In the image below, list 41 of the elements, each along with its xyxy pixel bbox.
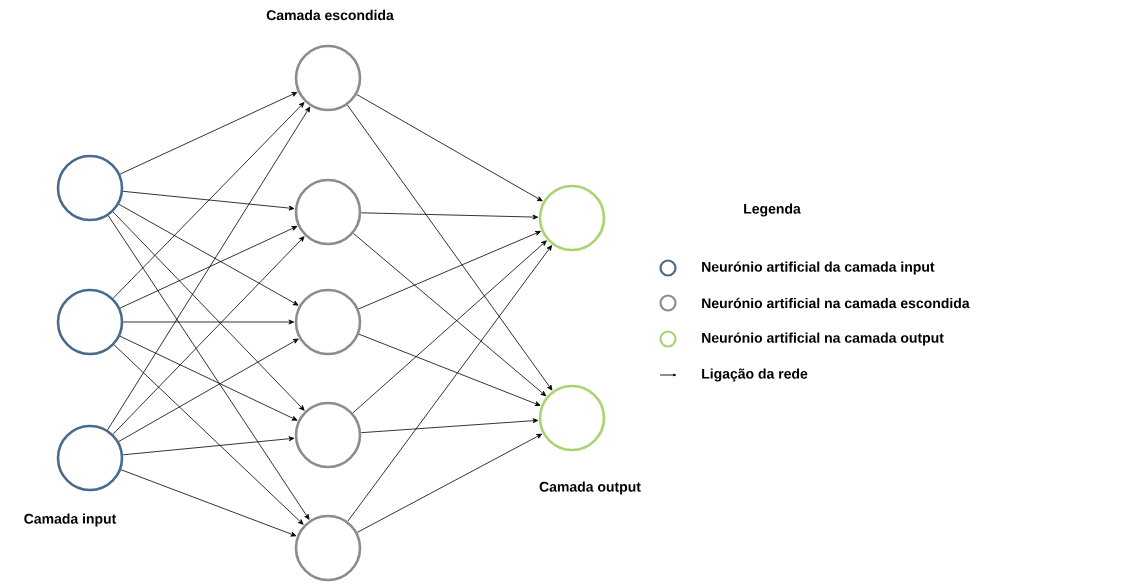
neuron-circle — [294, 44, 362, 112]
arrow — [119, 335, 298, 421]
arrow — [347, 245, 552, 522]
arrow — [122, 319, 295, 325]
legend-text: Neurónio artificial na camada escondida — [702, 297, 970, 309]
neuron-circle — [56, 288, 124, 356]
neuron-circle — [294, 514, 362, 582]
arrow — [122, 190, 295, 211]
layer-label: Camada output — [539, 481, 641, 495]
arrow — [107, 215, 310, 520]
arrow — [358, 333, 541, 406]
legend-text: Neurónio artificial da camada input — [702, 261, 935, 275]
arrow — [347, 104, 553, 391]
arrow — [112, 102, 305, 299]
neuron-circle — [56, 154, 124, 222]
neuron-circle — [294, 288, 362, 356]
legend-title: Legenda — [744, 203, 801, 217]
arrow — [119, 226, 298, 309]
layer-label: Camada input — [24, 513, 117, 527]
arrow — [118, 203, 299, 306]
arrow — [360, 212, 539, 220]
arrow — [122, 436, 295, 456]
neuron-circle — [538, 184, 606, 252]
arrow — [360, 418, 539, 434]
arrow — [357, 433, 543, 533]
arrow — [107, 106, 311, 431]
arrow — [119, 92, 298, 175]
arrow — [118, 338, 299, 442]
arrow — [356, 94, 543, 202]
neuron-circle — [294, 401, 362, 469]
layer-label: Camada escondida — [266, 9, 394, 21]
arrow — [358, 231, 541, 310]
legend-text: Ligação da rede — [702, 368, 808, 382]
neuron-circle — [56, 424, 124, 492]
neuron-circle — [538, 384, 606, 452]
arrow — [112, 211, 305, 411]
arrow — [113, 344, 304, 525]
neuron-circle — [294, 178, 362, 246]
arrow — [112, 236, 305, 435]
legend-text: Neurónio artificial na camada output — [702, 332, 944, 346]
arrow — [120, 469, 297, 537]
